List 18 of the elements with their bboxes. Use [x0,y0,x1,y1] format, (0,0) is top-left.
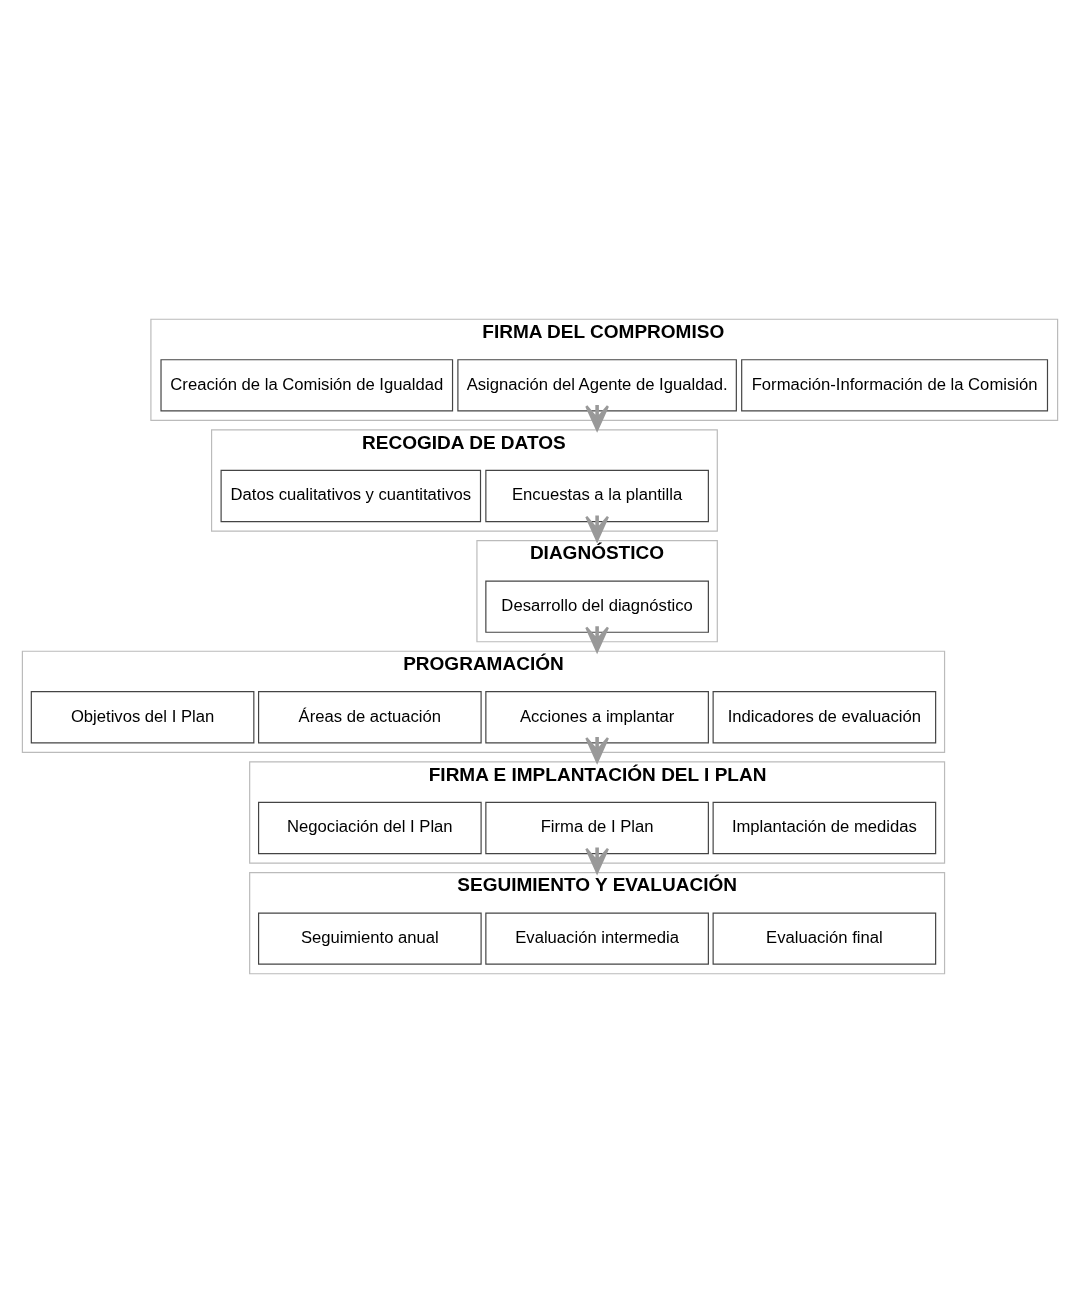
node-box: Seguimiento anual [258,911,482,965]
node-box: Indicadores de evaluación [712,690,937,743]
node-box: Asignación del Agente de Igualdad. [457,358,737,411]
node-box: Evaluación final [712,911,937,965]
node-box: Firma de I Plan [485,801,709,854]
node-box: Creación de la Comisión de Igualdad [160,358,454,411]
node-box: Datos cualitativos y cuantitativos [220,469,482,522]
node-box: Áreas de actuación [258,690,482,743]
arrow [585,515,609,542]
node-box: Objetivos del I Plan [30,690,255,743]
node-box: Negociación del I Plan [258,801,482,854]
arrow [585,847,609,874]
node-box: Evaluación intermedia [485,911,709,965]
node-box: Implantación de medidas [712,801,937,854]
node-box: Desarrollo del diagnóstico [485,579,709,633]
node-box: Encuestas a la plantilla [485,469,709,522]
node-box: Acciones a implantar [485,690,709,743]
node-box: Formación-Información de la Comisión [741,358,1049,411]
